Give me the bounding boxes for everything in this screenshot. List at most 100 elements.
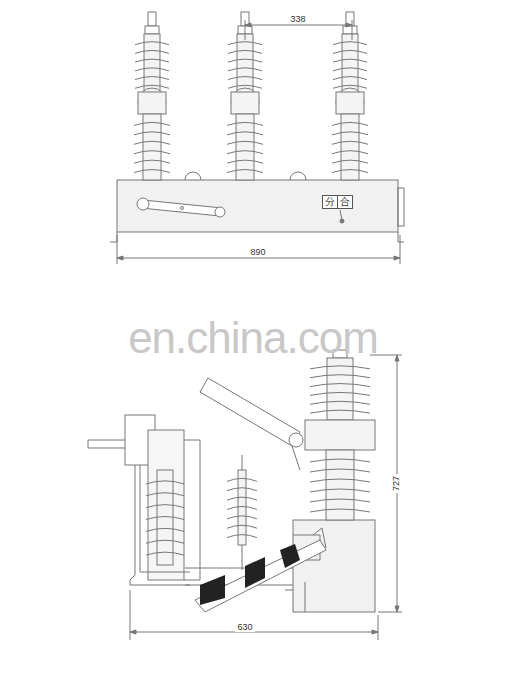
- insulator-shed: [332, 141, 368, 144]
- pin: [181, 207, 184, 210]
- lever-pivot: [137, 198, 149, 210]
- insulator-shed: [135, 42, 169, 45]
- insulator-shed: [146, 540, 184, 543]
- indicator-dot: [340, 219, 344, 223]
- handle-link: [292, 446, 300, 470]
- blade-band: [200, 544, 300, 605]
- insulator-shed: [227, 122, 263, 125]
- terminal-cap: [343, 26, 357, 34]
- insulator-shed: [227, 132, 263, 135]
- insulator-shed: [333, 77, 367, 80]
- insulator-shed: [333, 42, 367, 45]
- insulator-shed: [228, 68, 262, 71]
- insulator-shed: [332, 160, 368, 163]
- insulator-shed: [227, 497, 257, 500]
- insulator-shed: [310, 459, 370, 462]
- side-plate: [398, 188, 404, 226]
- insulator-shed: [146, 481, 184, 484]
- pole-body: [138, 92, 166, 114]
- frame-rod: [130, 465, 190, 585]
- lever-pivot: [215, 207, 225, 217]
- insulator-shed: [310, 375, 370, 378]
- insulator-shed: [228, 77, 262, 80]
- indicator-pointer: [340, 210, 342, 220]
- dimension-label: 890: [248, 248, 267, 257]
- insulator-shed: [332, 122, 368, 125]
- insulator-shed: [333, 68, 367, 71]
- arrowhead: [117, 256, 400, 260]
- side-view: [88, 350, 402, 640]
- dimension-line: [370, 355, 402, 612]
- terminal-cap: [145, 26, 159, 34]
- insulator-shed: [332, 151, 368, 154]
- insulator-shed: [310, 401, 370, 404]
- insulator-shed: [310, 479, 370, 482]
- insulator-shed: [310, 489, 370, 492]
- isolator-blade: [195, 540, 326, 612]
- arrowhead: [245, 23, 352, 27]
- insulator-shed: [333, 59, 367, 62]
- insulator-shed: [146, 528, 184, 531]
- terminal-bar: [88, 440, 125, 448]
- front-view: [110, 12, 404, 264]
- operating-box: [117, 180, 398, 232]
- frame-rod: [140, 465, 190, 572]
- insulator-shed: [228, 59, 262, 62]
- insulator-core: [157, 470, 173, 565]
- indicator-text: 分: [323, 196, 337, 208]
- insulator-shed: [228, 42, 262, 45]
- indicator-text: 合: [337, 196, 352, 208]
- insulator-shed: [227, 160, 263, 163]
- operating-handle: [200, 378, 300, 446]
- insulator-shed: [135, 50, 169, 53]
- insulator-shed: [310, 410, 370, 413]
- dimension-label: 630: [235, 623, 254, 632]
- dimension-line: [130, 590, 378, 640]
- insulator-shed: [135, 59, 169, 62]
- insulator-shed: [146, 505, 184, 508]
- blade-tip: [313, 528, 326, 548]
- insulator-shed: [228, 50, 262, 53]
- insulator-shed: [227, 516, 257, 519]
- pole-body: [305, 420, 375, 450]
- insulator-shed: [134, 132, 170, 135]
- insulator-shed: [310, 384, 370, 387]
- insulator-shed: [134, 141, 170, 144]
- pole-body: [336, 92, 364, 114]
- insulator-shed: [135, 68, 169, 71]
- insulator-shed: [134, 151, 170, 154]
- insulator-shed: [310, 509, 370, 512]
- insulator-shed: [332, 132, 368, 135]
- handle-pivot: [289, 433, 303, 447]
- dimension-line: [117, 235, 400, 264]
- bulge: [336, 88, 364, 116]
- insulators: [146, 350, 375, 565]
- insulator-shed: [134, 170, 170, 173]
- bulge: [231, 88, 259, 116]
- insulator-shed: [227, 151, 263, 154]
- mount-foot: [398, 232, 404, 242]
- insulator-shed: [332, 170, 368, 173]
- insulator-shed: [227, 488, 257, 491]
- insulator-core: [238, 470, 246, 545]
- terminal: [148, 12, 156, 26]
- dimension-label: 338: [288, 15, 307, 24]
- switch-indicator: 分合: [322, 195, 353, 209]
- insulator-shed: [310, 392, 370, 395]
- lug: [185, 172, 201, 180]
- insulator-shed: [135, 77, 169, 80]
- dimension-label: 727: [393, 473, 402, 492]
- watermark: en.china.com: [128, 316, 378, 360]
- insulator-shed: [227, 507, 257, 510]
- ct-body: [184, 440, 200, 580]
- insulators: [134, 12, 368, 180]
- insulator-shed: [310, 366, 370, 369]
- insulator-shed: [146, 517, 184, 520]
- handle-lever: [141, 200, 222, 216]
- insulator-shed: [310, 499, 370, 502]
- insulator-shed: [227, 525, 257, 528]
- insulator-shed: [134, 122, 170, 125]
- insulator-shed: [227, 478, 257, 481]
- insulator-shed: [227, 535, 257, 538]
